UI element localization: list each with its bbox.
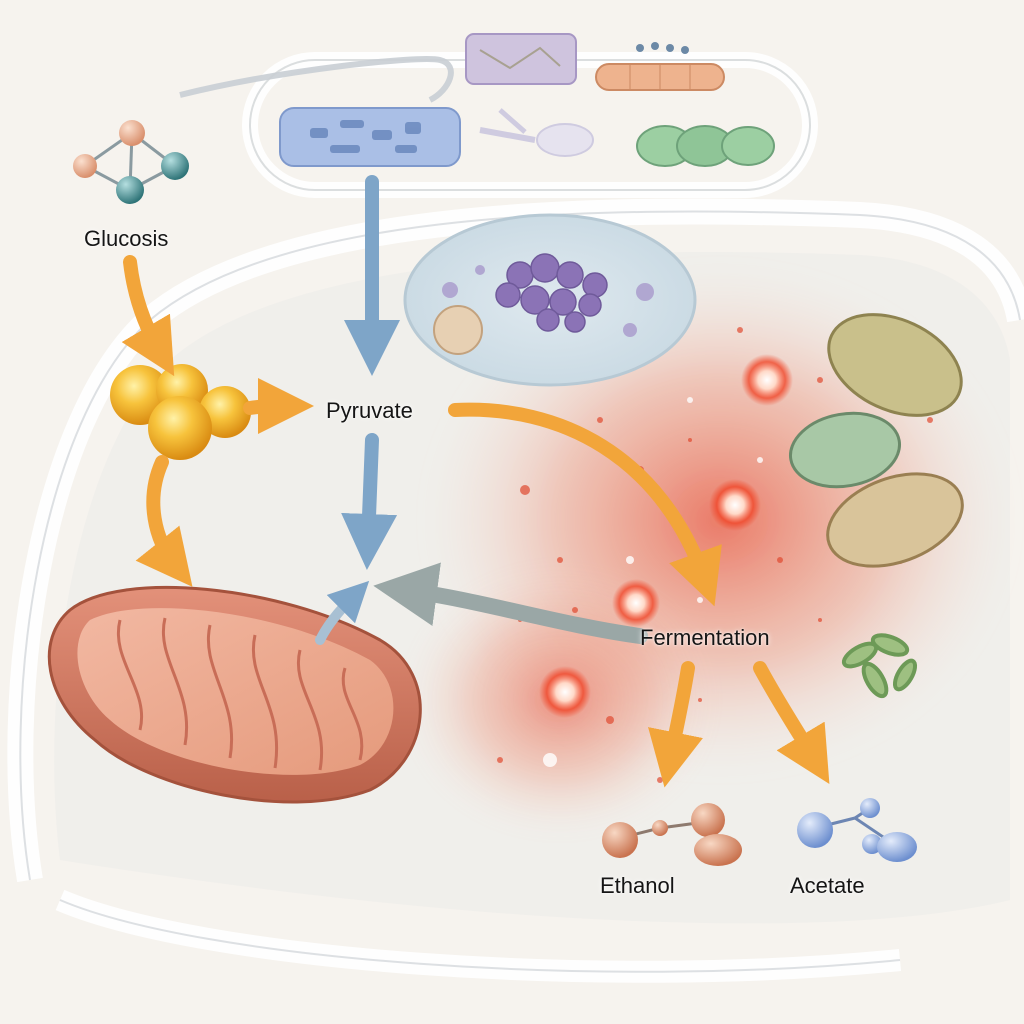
arrow-fermentation-to-acetate — [753, 661, 830, 785]
blue-arrows — [315, 175, 400, 645]
arrow-cluster-to-mitochondrion — [135, 455, 193, 587]
label-acetate: Acetate — [790, 873, 865, 898]
purple-vesicle-icon — [465, 33, 577, 85]
glucose-cluster-icon — [110, 364, 251, 460]
mitochondrion-icon — [47, 585, 422, 804]
blue-vesicle-icon — [279, 107, 461, 167]
acetate-molecule-icon — [797, 798, 917, 862]
arrow-glucose-to-cluster — [121, 255, 175, 377]
arrow-to-mitochondrion — [315, 580, 370, 645]
label-pyruvate: Pyruvate — [326, 398, 413, 423]
muscle-fiber-icon — [595, 42, 725, 91]
label-ethanol: Ethanol — [600, 873, 675, 898]
arrow-cluster-to-pyruvate — [243, 378, 314, 435]
arrow-pyruvate-down — [341, 433, 398, 570]
glucose-molecule-icon — [73, 120, 189, 204]
arrow-fermentation-to-mitochondrion — [373, 562, 648, 644]
arrow-pyruvate-to-fermentation — [448, 402, 722, 607]
label-glucosis: Glucosis — [84, 226, 169, 251]
ethanol-molecule-icon — [602, 803, 742, 866]
label-fermentation: Fermentation — [640, 625, 770, 650]
connector-icon — [479, 108, 594, 157]
cell-membrane — [7, 52, 1024, 983]
green-cells-icon — [636, 125, 775, 167]
arrow-fermentation-to-ethanol — [648, 661, 703, 788]
spark-icons — [539, 354, 793, 718]
nucleus-icon — [403, 213, 697, 387]
bacteria-icon — [788, 313, 964, 699]
orange-arrows — [121, 255, 830, 788]
